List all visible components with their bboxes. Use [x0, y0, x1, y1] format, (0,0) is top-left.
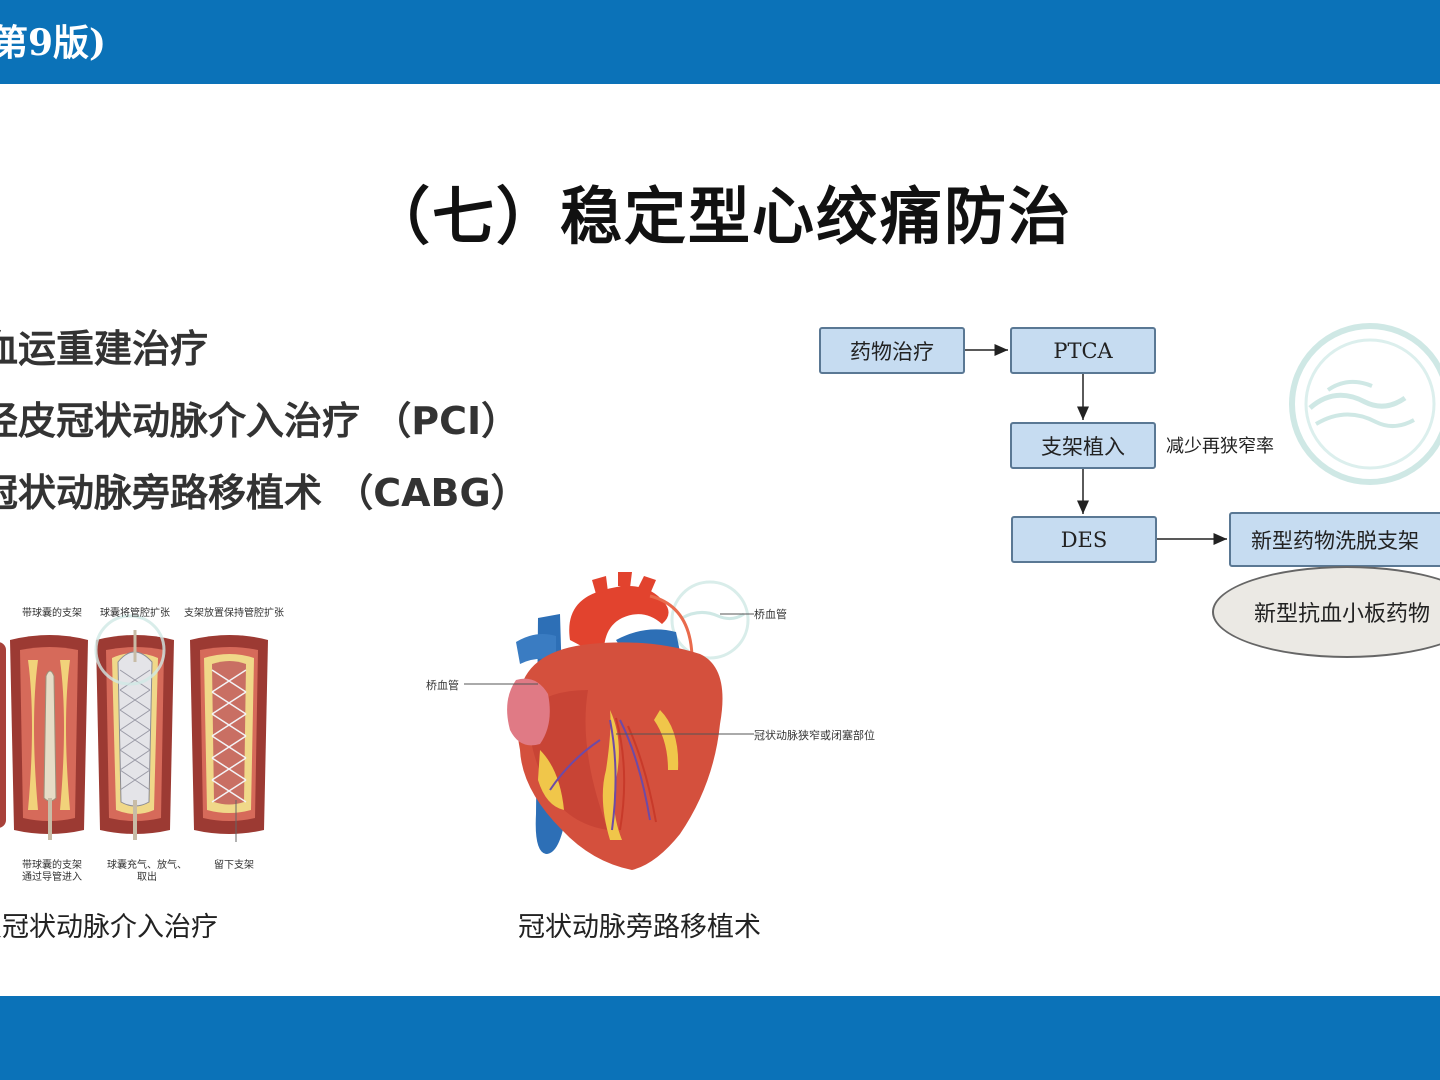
stent-bottom-label-1a: 带球囊的支架 — [22, 860, 82, 871]
header-bar: 第9版) — [0, 0, 1440, 84]
slide-title: （七）稳定型心绞痛防治 — [367, 180, 1072, 253]
flow-node-stent-implant: 支架植入 — [1010, 422, 1156, 469]
stent-top-label-1: 带球囊的支架 — [22, 608, 82, 619]
bullet-pci: 经皮冠状动脉介入治疗 （PCI） — [0, 399, 520, 443]
vessel-balloon-stent — [10, 635, 88, 840]
flow-node-ptca: PTCA — [1010, 327, 1156, 374]
vessel-stent-left — [190, 635, 268, 842]
flow-node-drug-therapy: 药物治疗 — [819, 327, 965, 374]
heart-label-stenosis: 冠状动脉狭窄或闭塞部位 — [754, 729, 875, 742]
flow-node-new-antiplatelet: 新型抗血小板药物 — [1212, 566, 1440, 658]
stent-bottom-label-2a: 球囊充气、放气、 — [107, 860, 187, 871]
heart-image — [464, 572, 754, 870]
bullet-cabg: 冠状动脉旁路移植术 （CABG） — [0, 471, 529, 515]
caption-cabg: 冠状动脉旁路移植术 — [518, 912, 761, 943]
caption-pci: 经皮冠状动脉介入治疗 — [0, 912, 218, 943]
flow-note-restenosis: 减少再狭窄率 — [1166, 436, 1274, 457]
flowchart-arrows — [965, 344, 1227, 545]
bullet-revascularization: 血运重建治疗 — [0, 327, 209, 371]
heart-illustration: 桥血管 桥血管 冠状动脉狭窄或闭塞部位 — [420, 570, 890, 890]
stent-vessels-image — [0, 614, 268, 842]
heart-label-bridge-left: 桥血管 — [426, 679, 459, 692]
stent-top-label-3: 支架放置保持管腔扩张 — [184, 608, 284, 619]
footer-bar — [0, 996, 1440, 1080]
header-title: 第9版) — [0, 22, 107, 64]
flow-node-des: DES — [1011, 516, 1157, 563]
stent-bottom-label-2b: 取出 — [137, 872, 157, 883]
heart-label-bridge-top: 桥血管 — [754, 608, 787, 621]
stent-bottom-label-3: 留下支架 — [214, 860, 254, 871]
flow-node-new-stent: 新型药物洗脱支架 — [1229, 512, 1440, 567]
stent-top-label-2: 球囊将管腔扩张 — [100, 608, 170, 619]
stent-illustration: 带球囊的支架 球囊将管腔扩张 支架放置保持管腔扩张 带球囊的支架 通过导管进入 … — [0, 600, 290, 885]
vessel-balloon-expanding — [96, 630, 174, 840]
watermark-logo-icon — [1289, 323, 1440, 485]
stent-bottom-label-1b: 通过导管进入 — [22, 872, 82, 883]
